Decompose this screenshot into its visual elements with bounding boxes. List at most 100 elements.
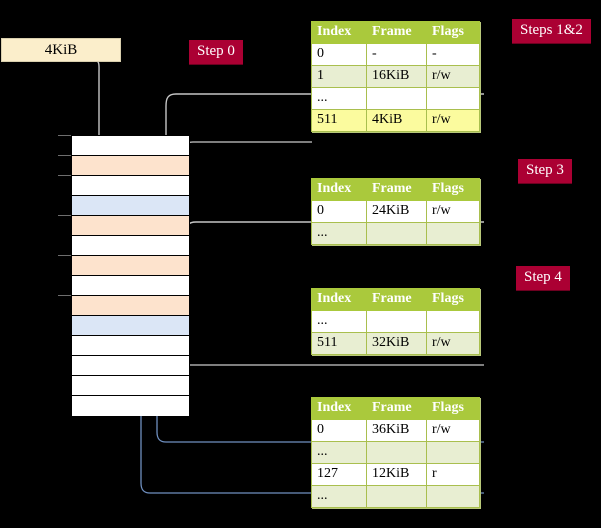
badge-step-3-label: Step 3	[526, 162, 564, 178]
badge-steps-1-2: Steps 1&2	[512, 19, 591, 43]
cell-index: 511	[311, 109, 367, 132]
table-row: ...	[311, 485, 480, 508]
wire-memory-row1-to-l4	[175, 141, 312, 146]
column-header-frame: Frame	[366, 178, 427, 201]
badge-step-0-label: Step 0	[197, 43, 235, 59]
cell-flags: r/w	[426, 65, 480, 88]
memory-tick-2	[58, 175, 72, 176]
memory-tick-1	[58, 155, 72, 156]
cell-flags: r/w	[426, 109, 480, 132]
cell-flags	[426, 441, 480, 464]
memory-frame-row	[72, 256, 189, 276]
memory-frame-row	[72, 156, 189, 176]
badge-step-4-label: Step 4	[524, 269, 562, 285]
column-header-index: Index	[311, 178, 367, 201]
frame-size-label: 4KiB	[44, 41, 78, 58]
cell-index: 0	[311, 43, 367, 66]
table-row: ...	[311, 87, 480, 110]
memory-frame-row	[72, 236, 189, 256]
cell-frame: 4KiB	[366, 109, 427, 132]
memory-tick-5	[58, 295, 72, 296]
table-row: ...	[311, 222, 480, 245]
column-header-flags: Flags	[426, 397, 480, 420]
cell-frame: 16KiB	[366, 65, 427, 88]
table-row: 0--	[311, 43, 480, 66]
cell-flags	[426, 485, 480, 508]
cell-index: ...	[311, 87, 367, 110]
memory-frame-row	[72, 276, 189, 296]
cell-index: ...	[311, 222, 367, 245]
cell-frame	[366, 87, 427, 110]
cell-frame	[366, 441, 427, 464]
cell-flags	[426, 222, 480, 245]
table-row: ...	[311, 310, 480, 333]
column-header-flags: Flags	[426, 21, 480, 44]
memory-frame-row	[72, 376, 189, 396]
cell-flags: -	[426, 43, 480, 66]
cell-flags	[426, 87, 480, 110]
column-header-index: Index	[311, 21, 367, 44]
physical-memory-column	[71, 135, 190, 416]
cell-index: 0	[311, 200, 367, 223]
cell-frame: 24KiB	[366, 200, 427, 223]
memory-tick-3	[58, 215, 72, 216]
cell-frame	[366, 485, 427, 508]
cell-flags	[426, 310, 480, 333]
cell-frame: -	[366, 43, 427, 66]
cell-index: ...	[311, 441, 367, 464]
column-header-frame: Frame	[366, 21, 427, 44]
cell-flags: r	[426, 463, 480, 486]
memory-frame-row	[72, 176, 189, 196]
cell-flags: r/w	[426, 419, 480, 442]
memory-frame-row	[72, 216, 189, 236]
memory-frame-row	[72, 316, 189, 336]
column-header-flags: Flags	[426, 178, 480, 201]
frame-size-box: 4KiB	[1, 38, 121, 62]
memory-frame-row	[72, 396, 189, 416]
memory-frame-row	[72, 136, 189, 156]
cell-index: 0	[311, 419, 367, 442]
memory-frame-row	[72, 296, 189, 316]
column-header-frame: Frame	[366, 397, 427, 420]
memory-tick-4	[58, 255, 72, 256]
badge-steps-1-2-label: Steps 1&2	[520, 22, 583, 38]
badge-step-0: Step 0	[189, 40, 243, 64]
column-header-flags: Flags	[426, 288, 480, 311]
memory-frame-row	[72, 336, 189, 356]
cell-frame: 36KiB	[366, 419, 427, 442]
column-header-index: Index	[311, 397, 367, 420]
cell-index: 1	[311, 65, 367, 88]
badge-step-4: Step 4	[516, 266, 570, 290]
cell-frame	[366, 310, 427, 333]
cell-frame: 32KiB	[366, 332, 427, 355]
memory-tick-0	[58, 135, 72, 136]
table-row: ...	[311, 441, 480, 464]
cell-frame	[366, 222, 427, 245]
column-header-frame: Frame	[366, 288, 427, 311]
memory-frame-row	[72, 196, 189, 216]
memory-frame-row	[72, 356, 189, 376]
badge-step-3: Step 3	[518, 159, 572, 183]
cell-frame: 12KiB	[366, 463, 427, 486]
cell-flags: r/w	[426, 332, 480, 355]
cell-index: 127	[311, 463, 367, 486]
cell-index: ...	[311, 485, 367, 508]
column-header-index: Index	[311, 288, 367, 311]
cell-flags: r/w	[426, 200, 480, 223]
cell-index: 511	[311, 332, 367, 355]
